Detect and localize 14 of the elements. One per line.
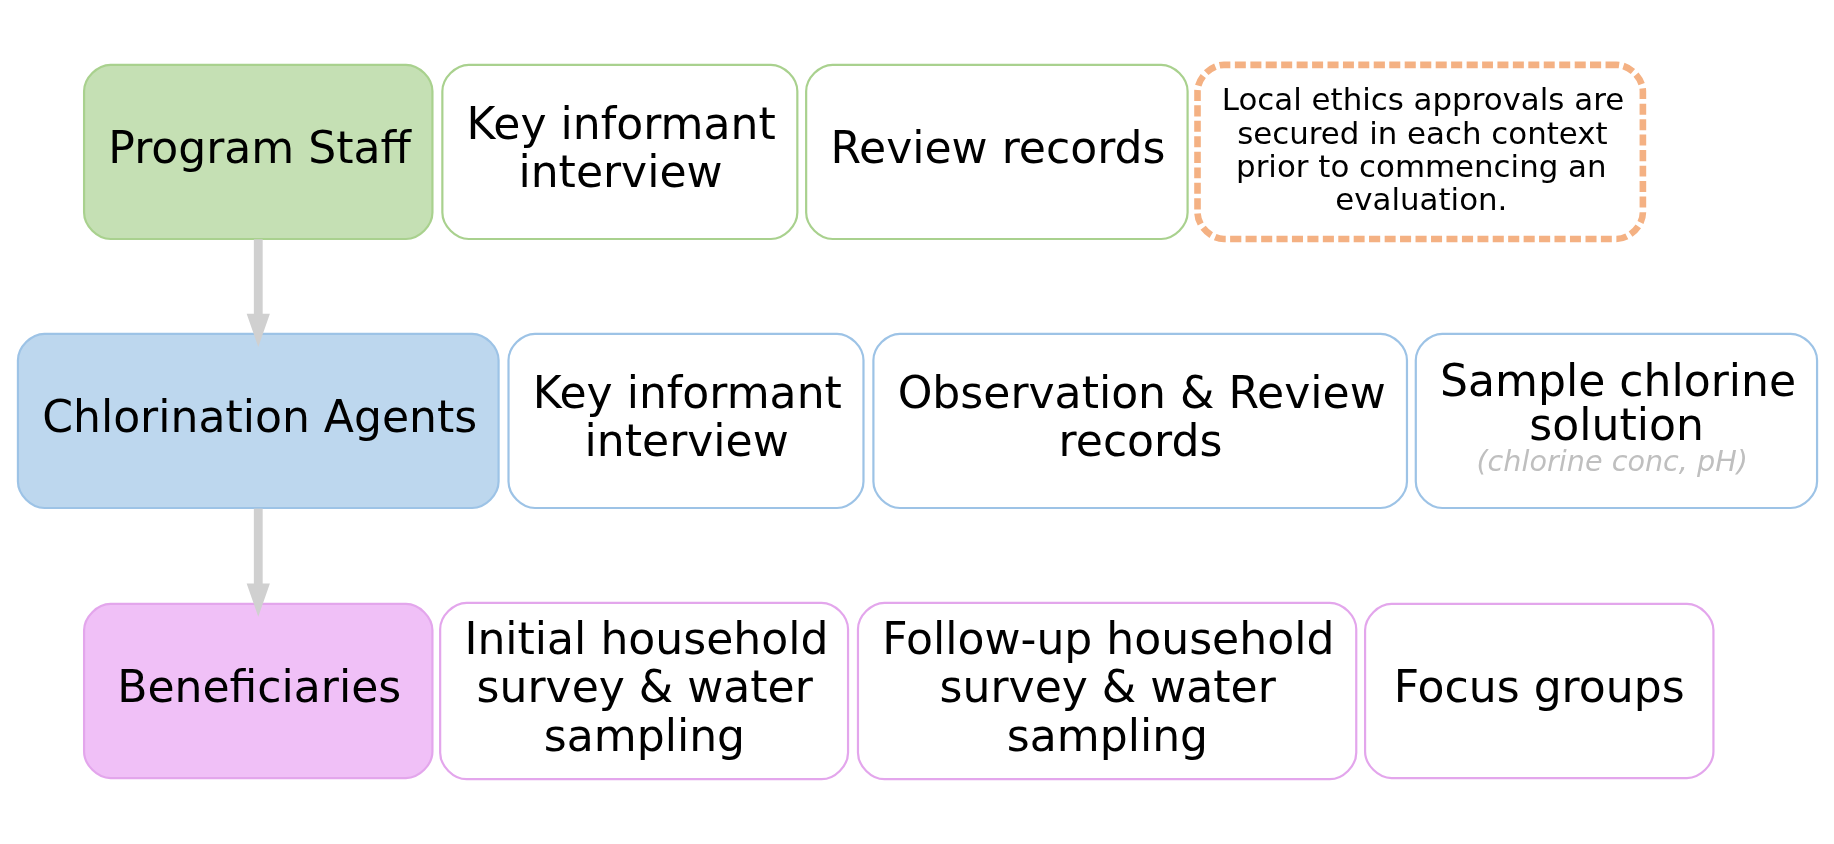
node-box: Initial household survey & water sampling — [438, 601, 849, 781]
node-box: Sample chlorine solution (chlorine conc, pH) — [1414, 332, 1818, 510]
node-box: Follow-up household survey & water sampling — [856, 601, 1357, 781]
node-box: Observation & Review records — [871, 332, 1408, 510]
node-box: Beneficiaries — [82, 602, 434, 780]
arrow — [246, 508, 270, 617]
node-box: Local ethics approvals are secured in each context prior to commencing an evaluation. — [1193, 61, 1646, 243]
node-box: Key informant interview — [440, 63, 798, 241]
node-box: Program Staff — [82, 63, 434, 241]
node-box: Review records — [804, 63, 1189, 241]
arrow — [246, 239, 270, 348]
node-box: Key informant interview — [506, 332, 865, 510]
node-box: Chlorination Agents — [16, 332, 500, 510]
node-box: Focus groups — [1363, 602, 1715, 780]
